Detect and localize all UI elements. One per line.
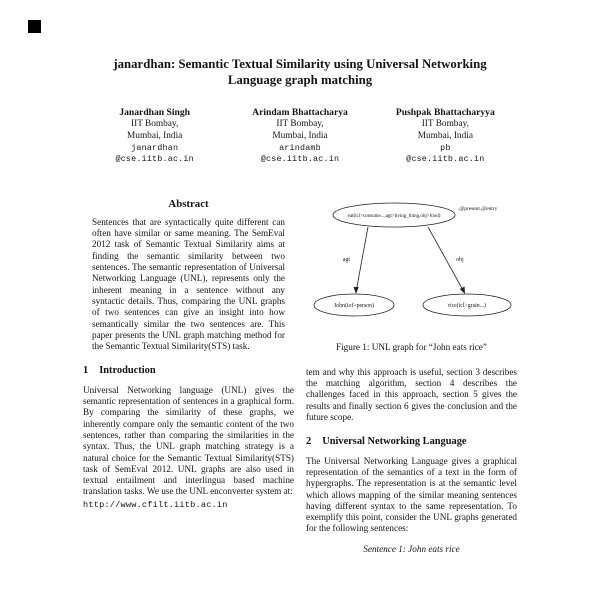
- author-affiliation: Mumbai, India: [127, 130, 183, 141]
- graph-node-eat: [332, 202, 456, 227]
- author-3: Pushpak Bhattacharyya IIT Bombay, Mumbai…: [373, 107, 518, 165]
- graph-edge-obj-label: obj: [456, 257, 464, 263]
- unl-graph: eat(icl>consume...,agt>living_thing,obj>…: [313, 202, 512, 316]
- graph-node-rice: [422, 293, 512, 316]
- author-affiliation: Mumbai, India: [272, 130, 328, 141]
- author-email: @cse.iitb.ac.in: [115, 153, 194, 164]
- section-label: Universal Networking Language: [322, 436, 467, 448]
- graph-edge-agt-arrowhead: [353, 286, 359, 294]
- left-column: Abstract Sentences that are syntacticall…: [83, 191, 294, 555]
- abstract-text: Sentences that are syntactically quite d…: [92, 216, 285, 352]
- author-affiliation: IIT Bombay,: [276, 119, 324, 129]
- author-affiliation: Mumbai, India: [417, 130, 473, 141]
- enconverter-url-link[interactable]: http://www.cfilt.iitb.ac.in: [83, 499, 228, 510]
- author-affiliation: IIT Bombay,: [131, 119, 179, 129]
- author-name: Janardhan Singh: [119, 107, 190, 118]
- graph-edge-agt: [355, 226, 369, 292]
- graph-node-john-label: John(iof>person): [334, 302, 374, 309]
- graph-edge-obj-arrowhead: [459, 286, 465, 294]
- figure-1: eat(icl>consume...,agt>living_thing,obj>…: [306, 193, 517, 353]
- graph-node-rice-label: rice(icl>grain...): [448, 302, 486, 309]
- graph-node-attr-label: .@present.@entry: [458, 206, 498, 212]
- graph-edge-obj: [427, 226, 465, 292]
- author-affiliation: IIT Bombay,: [421, 119, 469, 129]
- section-number: 2: [306, 436, 312, 448]
- paper-title-line2: Language graph matching: [227, 73, 373, 87]
- section-heading-unl: 2 Universal Networking Language: [306, 436, 517, 447]
- introduction-text: Universal Networking language (UNL) give…: [83, 384, 294, 497]
- section-number: 1: [83, 365, 89, 377]
- page-marker: [28, 20, 41, 33]
- author-name: Pushpak Bhattacharyya: [395, 107, 495, 118]
- author-1: Janardhan Singh IIT Bombay, Mumbai, Indi…: [82, 107, 227, 165]
- paper-title: janardhan: Semantic Textual Similarity u…: [65, 56, 535, 88]
- author-name: Arindam Bhattacharya: [252, 107, 348, 118]
- author-2: Arindam Bhattacharya IIT Bombay, Mumbai,…: [227, 107, 372, 165]
- figure-1-caption: Figure 1: UNL graph for “John eats rice”: [336, 341, 487, 352]
- right-column: eat(icl>consume...,agt>living_thing,obj>…: [306, 191, 517, 555]
- graph-node-eat-label: eat(icl>consume...,agt>living_thing,obj>…: [348, 214, 441, 219]
- author-email: pb: [440, 142, 451, 153]
- section-heading-introduction: 1 Introduction: [83, 365, 294, 376]
- section-label: Introduction: [99, 365, 156, 377]
- two-column-body: Abstract Sentences that are syntacticall…: [83, 191, 517, 555]
- author-email: janardhan: [131, 142, 179, 153]
- author-block: Janardhan Singh IIT Bombay, Mumbai, Indi…: [82, 107, 518, 165]
- paper-title-line1: janardhan: Semantic Textual Similarity u…: [113, 57, 487, 71]
- author-email: @cse.iitb.ac.in: [406, 153, 485, 164]
- author-email: @cse.iitb.ac.in: [260, 153, 340, 164]
- graph-node-john: [313, 293, 395, 316]
- author-email: arindamb: [279, 142, 321, 153]
- graph-edge-agt-label: agt: [343, 257, 351, 263]
- abstract-heading: Abstract: [168, 197, 209, 210]
- sentence-1-example: Sentence 1: John eats rice: [363, 543, 460, 554]
- section2-continuation-text: tem and why this approach is useful, sec…: [306, 366, 517, 423]
- unl-section-text: The Universal Networking Language gives …: [306, 455, 517, 534]
